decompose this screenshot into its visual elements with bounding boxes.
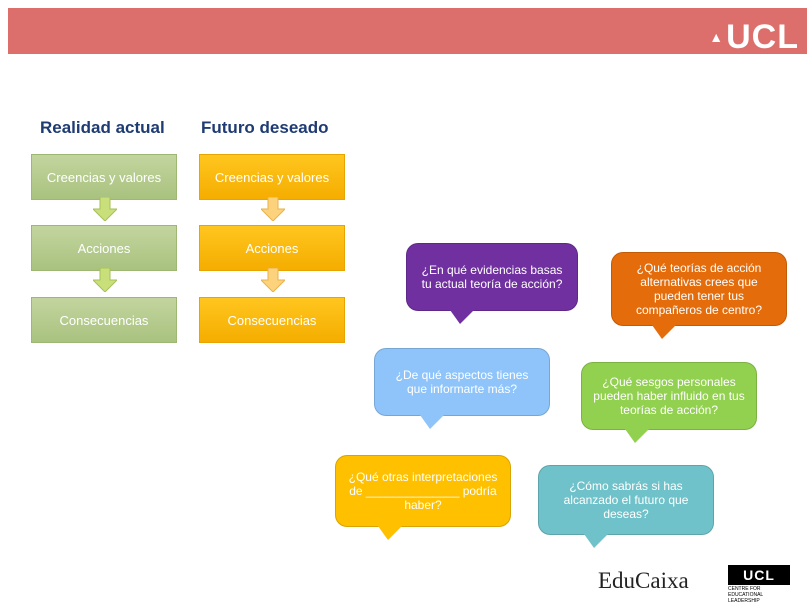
down-arrow-icon	[261, 268, 285, 292]
ucl-crest-icon: ▲	[709, 29, 725, 45]
realidad-acciones-box: Acciones	[31, 225, 177, 271]
down-arrow-icon	[261, 197, 285, 221]
futuro-creencias-box: Creencias y valores	[199, 154, 345, 200]
header-banner: ▲UCL	[8, 8, 807, 54]
question-bubble-teorias: ¿Qué teorías de acción alternativas cree…	[611, 252, 787, 326]
educaixa-logo: EduCaixa	[598, 568, 689, 593]
futuro-acciones-box: Acciones	[199, 225, 345, 271]
ucl-footer-logo-text: UCL	[728, 565, 790, 585]
bubble-tail	[420, 415, 444, 429]
ucl-footer-logo: UCL CENTRE FOR EDUCATIONAL LEADERSHIP	[728, 565, 790, 604]
bubble-tail	[584, 534, 608, 548]
ucl-logo: ▲UCL	[709, 20, 799, 54]
bubble-tail	[450, 310, 474, 324]
bubble-tail	[378, 526, 402, 540]
bubble-tail	[652, 325, 676, 339]
column-title-realidad: Realidad actual	[40, 118, 165, 137]
column-title-futuro: Futuro deseado	[201, 118, 329, 137]
bubble-tail	[625, 429, 649, 443]
futuro-consecuencias-box: Consecuencias	[199, 297, 345, 343]
down-arrow-icon	[93, 268, 117, 292]
realidad-consecuencias-box: Consecuencias	[31, 297, 177, 343]
question-bubble-sesgos: ¿Qué sesgos personales pueden haber infl…	[581, 362, 757, 430]
realidad-creencias-box: Creencias y valores	[31, 154, 177, 200]
question-bubble-futuro: ¿Cómo sabrás si has alcanzado el futuro …	[538, 465, 714, 535]
question-bubble-interpretaciones: ¿Qué otras interpretaciones de _________…	[335, 455, 511, 527]
down-arrow-icon	[93, 197, 117, 221]
ucl-footer-subtitle: CENTRE FOR EDUCATIONAL LEADERSHIP	[728, 586, 764, 604]
question-bubble-evidencias: ¿En qué evidencias basas tu actual teorí…	[406, 243, 578, 311]
question-bubble-aspectos: ¿De qué aspectos tienes que informarte m…	[374, 348, 550, 416]
ucl-logo-text: UCL	[726, 18, 799, 56]
